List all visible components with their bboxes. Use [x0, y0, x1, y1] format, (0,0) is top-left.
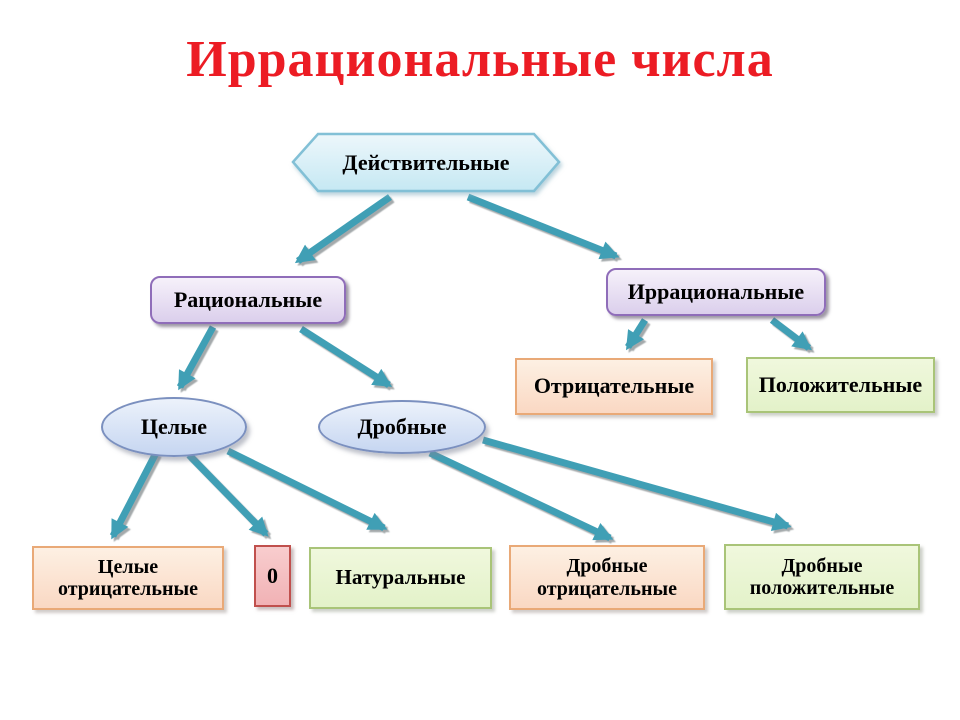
node-negative: Отрицательные [515, 358, 713, 415]
tree-arrows [109, 193, 813, 542]
node-fractions-positive-line1: Дробные [781, 554, 863, 577]
node-fractions: Дробные [318, 400, 486, 454]
arrow-real-irrational [466, 193, 620, 260]
node-zero-label: 0 [267, 562, 278, 588]
arrow-real-rational [294, 194, 392, 264]
node-positive-label: Положительные [758, 371, 923, 397]
node-integers-negative: Целые отрицательные [32, 546, 224, 610]
node-naturals-label: Натуральные [335, 565, 466, 590]
arrow-rational-integers [176, 325, 217, 391]
slide-title: Иррациональные числа [186, 31, 774, 88]
node-integers-negative-line1: Целые [97, 555, 159, 578]
arrow-fractions-fracneg [428, 449, 614, 542]
node-zero: 0 [254, 545, 291, 607]
arrow-irrational-positive [769, 317, 813, 351]
node-naturals: Натуральные [309, 547, 492, 609]
node-fractions-negative-line2: отрицательные [537, 577, 677, 600]
arrow-irrational-negative [625, 318, 648, 351]
node-positive: Положительные [746, 357, 935, 413]
node-rational-label: Рациональные [173, 286, 323, 312]
node-negative-label: Отрицательные [533, 373, 695, 399]
arrow-rational-fractions [299, 326, 393, 388]
node-integers-negative-line2: отрицательные [58, 578, 198, 600]
node-rational: Рациональные [150, 276, 346, 324]
hexagon-shape [291, 132, 561, 193]
node-integers-label: Целые [140, 413, 208, 439]
arrow-integers-intneg [109, 451, 160, 540]
node-real-label: Действительные [342, 149, 510, 175]
node-integers: Целые [101, 397, 247, 457]
node-fractions-negative-line1: Дробные [566, 555, 648, 578]
node-fractions-positive-line2: положительные [749, 577, 895, 599]
arrow-integers-naturals [226, 447, 388, 532]
node-fractions-positive: Дробные положительные [724, 544, 920, 610]
node-fractions-negative: Дробные отрицательные [509, 545, 705, 610]
node-irrational-label: Иррациональные [627, 278, 805, 304]
node-real: Действительные [293, 134, 559, 191]
node-irrational: Иррациональные [606, 268, 826, 316]
arrow-fractions-fracpos [482, 436, 792, 531]
arrow-integers-zero [186, 452, 269, 537]
node-fractions-label: Дробные [357, 413, 447, 439]
